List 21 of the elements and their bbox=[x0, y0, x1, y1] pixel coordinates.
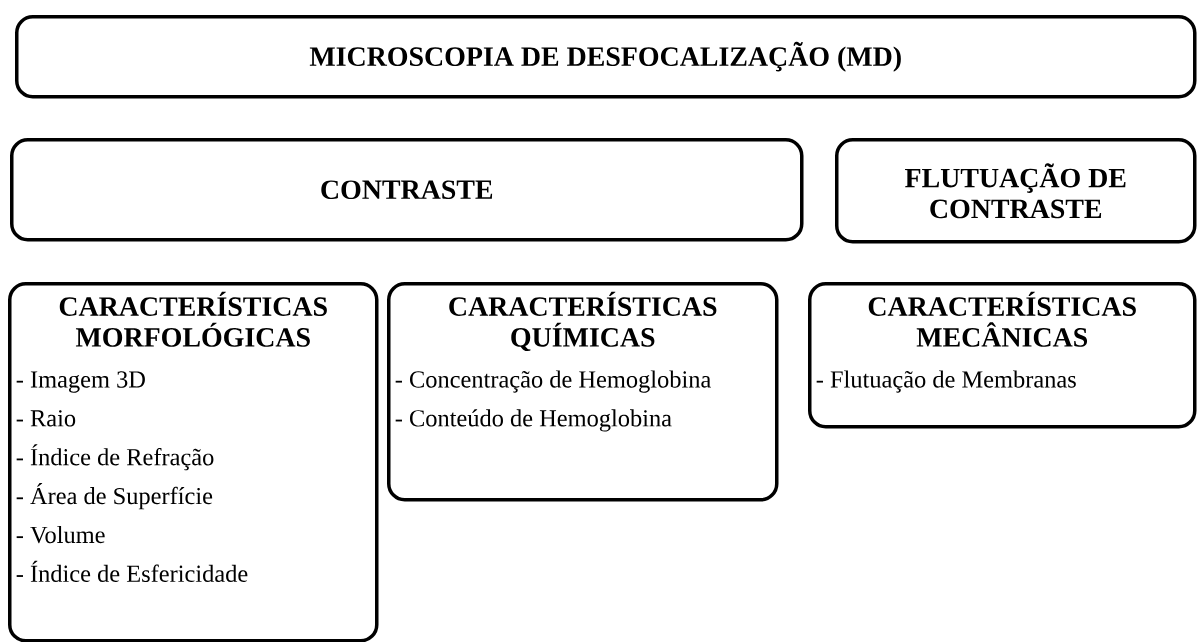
box-heading: CARACTERÍSTICAS QUÍMICAS bbox=[449, 291, 717, 352]
list-item: - Flutuação de Membranas bbox=[816, 370, 1076, 393]
rounded-box bbox=[387, 282, 779, 502]
list-item: - Concentração de Hemoglobina bbox=[395, 370, 711, 393]
list-item: - Conteúdo de Hemoglobina bbox=[395, 409, 672, 432]
box-heading: CARACTERÍSTICAS MORFOLÓGICAS bbox=[59, 291, 327, 347]
box-title: FLUTUAÇÃO DE CONTRASTE bbox=[905, 163, 1126, 219]
rounded-box bbox=[8, 282, 379, 642]
rounded-box bbox=[835, 138, 1197, 244]
list-item: - Volume bbox=[16, 525, 105, 544]
rounded-box bbox=[15, 15, 1197, 99]
list-item: - Imagem 3D bbox=[16, 371, 145, 393]
list-item: - Área de Superfície bbox=[16, 483, 213, 510]
list-item: - Raio bbox=[16, 410, 76, 427]
rounded-box bbox=[808, 282, 1197, 429]
list-item: - Índice de Refração bbox=[16, 444, 214, 471]
rounded-box bbox=[10, 138, 804, 242]
list-item: - Índice de Esfericidade bbox=[16, 560, 248, 582]
box-title: MICROSCOPIA DE DESFOCALIZAÇÃO (MD) bbox=[309, 41, 901, 72]
box-heading: CARACTERÍSTICAS MECÂNICAS bbox=[868, 291, 1136, 347]
box-title: CONTRASTE bbox=[321, 180, 493, 200]
